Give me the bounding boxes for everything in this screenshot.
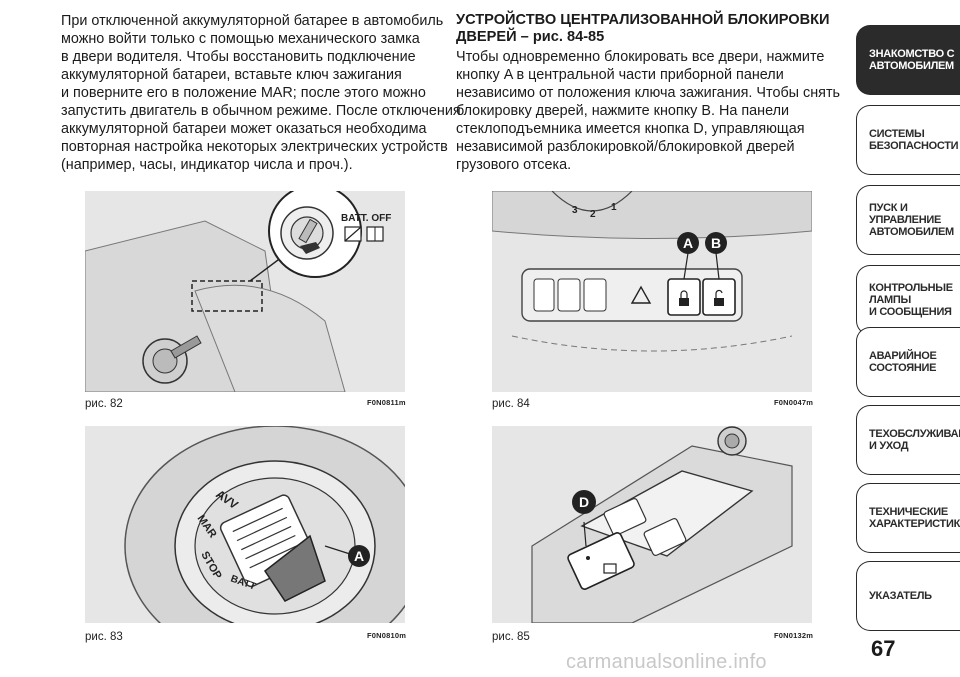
batt-off-label: BATT. OFF [341,213,391,224]
tab-label: ПУСК И УПРАВЛЕНИЕ АВТОМОБИЛЕМ [869,202,954,238]
heading-line: ДВЕРЕЙ – рис. 84-85 [456,29,605,45]
dial-number: 1 [611,202,617,213]
page-number: 67 [871,636,896,661]
window-switch [603,497,647,537]
left-column-text: При отключенной аккумуляторной батарее в… [61,12,461,174]
callout-b-marker [705,232,727,254]
dashboard-buttons-illustration: 3 2 1 A B [492,191,812,392]
tab-safety-systems[interactable]: СИСТЕМЫ БЕЗОПАСНОСТИ [856,105,960,175]
text-line: независимо от положения ключа зажигания.… [456,85,841,101]
figure-85-caption: рис. 85 [492,631,530,643]
figure-83-caption: рис. 83 [85,631,123,643]
figure-82-code: F0N0811m [367,398,406,407]
battery-cutoff-illustration: AVV MAR STOP BATT A [85,426,405,623]
figure-84-dashboard-buttons: 3 2 1 A B [492,191,812,392]
callout-d-label: D [579,494,589,510]
watermark: carmanualsonline.info [566,651,767,673]
cargo-lock-button-d [567,532,635,590]
dashboard-button [533,278,555,312]
tab-start-and-drive[interactable]: ПУСК И УПРАВЛЕНИЕ АВТОМОБИЛЕМ [856,185,960,255]
tab-warning-lights[interactable]: КОНТРОЛЬНЫЕ ЛАМПЫ И СООБЩЕНИЯ [856,265,960,335]
tab-label: ЗНАКОМСТВО С АВТОМОБИЛЕМ [869,48,955,72]
text-line: При отключенной аккумуляторной батарее в… [61,13,444,29]
ignition-switch-illustration: BATT. OFF [85,191,405,392]
figure-83-battery-cutoff: AVV MAR STOP BATT A [85,426,405,623]
heading-line: УСТРОЙСТВО ЦЕНТРАЛИЗОВАННОЙ БЛОКИРОВКИ [456,12,830,28]
tab-label: ТЕХНИЧЕСКИЕ ХАРАКТЕРИСТИКИ [869,506,960,530]
rear-fog-button [583,278,607,312]
window-switch [643,517,687,557]
callout-a-marker [677,232,699,254]
text-line: повторная настройка некоторых электричес… [61,139,448,155]
figure-82-ignition-switch: BATT. OFF [85,191,405,392]
figure-82-caption: рис. 82 [85,398,123,410]
dial-number: 2 [590,209,596,220]
callout-b-label: B [711,235,721,251]
callout-d-marker [572,490,596,514]
text-line: запустить двигатель в обычном режиме. По… [61,103,461,119]
text-line: стеклоподъемника имеется кнопка D, управ… [456,121,805,137]
text-line: (например, часы, индикатор числа и проч.… [61,157,353,173]
callout-a-marker [348,545,370,567]
text-line: Чтобы одновременно блокировать все двери… [456,49,825,65]
tab-label: УКАЗАТЕЛЬ [869,590,932,602]
right-column-text: УСТРОЙСТВО ЦЕНТРАЛИЗОВАННОЙ БЛОКИРОВКИ Д… [456,12,848,174]
fog-light-button [557,278,581,312]
tab-about-vehicle[interactable]: ЗНАКОМСТВО С АВТОМОБИЛЕМ [856,25,960,95]
figure-83-code: F0N0810m [367,631,407,640]
tab-index[interactable]: УКАЗАТЕЛЬ [856,561,960,631]
tab-label: КОНТРОЛЬНЫЕ ЛАМПЫ И СООБЩЕНИЯ [869,282,953,318]
figure-84-code: F0N0047m [774,398,814,407]
tab-label: СИСТЕМЫ БЕЗОПАСНОСТИ [869,128,959,152]
dial-number: 3 [572,205,578,216]
tab-specifications[interactable]: ТЕХНИЧЕСКИЕ ХАРАКТЕРИСТИКИ [856,483,960,553]
text-line: кнопку A в центральной части приборной п… [456,67,784,83]
text-line: независимой разблокировкой/блокировкой д… [456,139,795,155]
text-line: аккумуляторной батареи может оказаться н… [61,121,427,137]
tab-emergency[interactable]: АВАРИЙНОЕ СОСТОЯНИЕ [856,327,960,397]
lock-button-a [667,278,701,316]
text-line: блокировку дверей, нажмите кнопку B. На … [456,103,790,119]
figure-85-window-lift-panel: D [492,426,812,623]
figure-85-code: F0N0132m [774,631,814,640]
unlock-button-b [702,278,736,316]
text-line: аккумуляторной батареи, вставьте ключ за… [61,67,402,83]
figure-84-caption: рис. 84 [492,398,530,410]
tab-label: ТЕХОБСЛУЖИВАНИЕ И УХОД [869,428,960,452]
window-lift-panel-illustration: D [492,426,812,623]
text-line: грузового отсека. [456,157,572,173]
section-heading: УСТРОЙСТВО ЦЕНТРАЛИЗОВАННОЙ БЛОКИРОВКИ Д… [456,12,848,46]
hazard-icon [630,285,652,304]
callout-a-label: A [354,548,364,564]
text-line: в двери водителя. Чтобы восстановить под… [61,49,416,65]
tab-maintenance[interactable]: ТЕХОБСЛУЖИВАНИЕ И УХОД [856,405,960,475]
callout-a-label: A [683,235,693,251]
tab-label: АВАРИЙНОЕ СОСТОЯНИЕ [869,350,937,374]
text-line: можно войти только с помощью механическо… [61,31,420,47]
text-line: и поверните его в положение MAR; после э… [61,85,426,101]
